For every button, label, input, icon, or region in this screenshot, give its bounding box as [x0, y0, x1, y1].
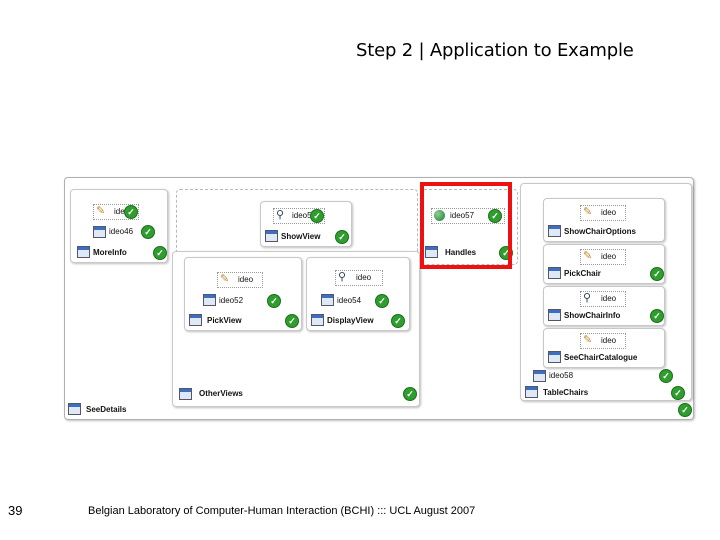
- pickview-label: PickView: [207, 316, 242, 325]
- tablechairs-item-label: ShowChairInfo: [564, 311, 621, 320]
- grid-icon: [548, 225, 561, 237]
- tablechairs-item-label: ShowChairOptions: [564, 227, 636, 236]
- tablechairs-item-label: SeeChairCatalogue: [564, 353, 638, 362]
- moreinfo-ideo-a-box: ✎ ideo ✓: [93, 204, 139, 220]
- check-icon: ✓: [153, 246, 167, 260]
- ideo-label: ideo57: [450, 211, 475, 220]
- grid-icon: [321, 294, 334, 306]
- moreinfo-container: ✎ ideo ✓ ideo46 ✓ MoreInfo ✓: [70, 189, 168, 263]
- ideo-box: ⚲ ideo: [580, 291, 626, 307]
- grid-icon: [548, 309, 561, 321]
- grid-icon: [425, 246, 438, 258]
- slide-number: 39: [8, 503, 23, 518]
- grid-icon: [311, 314, 324, 326]
- root-label: SeeDetails: [86, 405, 127, 414]
- tablechairs-item-2: ✎ ideo PickChair ✓: [543, 244, 665, 284]
- grid-icon: [533, 370, 546, 382]
- check-icon: ✓: [671, 386, 685, 400]
- ideo-label: ideo: [601, 252, 617, 261]
- tablechairs-item-label: PickChair: [564, 269, 601, 278]
- pencil-icon: ✎: [583, 206, 593, 218]
- pencil-icon: ✎: [583, 250, 593, 262]
- ideo-label: ideo5: [292, 211, 312, 220]
- ideo-label: ideo: [601, 208, 617, 217]
- slide-footer: Belgian Laboratory of Computer-Human Int…: [88, 505, 476, 517]
- ideo-box: ✎ ideo: [580, 333, 626, 349]
- check-icon: ✓: [141, 225, 155, 239]
- ideo-label: ideo52: [219, 296, 244, 305]
- showview-container: ⚲ ideo5 ✓ ShowView ✓: [260, 201, 352, 247]
- showview-label: ShowView: [281, 232, 321, 241]
- check-icon: ✓: [678, 403, 692, 417]
- pickview-container: ✎ ideo ideo52 ✓ PickView ✓: [184, 257, 302, 331]
- check-icon: ✓: [335, 230, 349, 244]
- displayview-container: ⚲ ideo ideo54 ✓ DisplayView ✓: [306, 257, 410, 331]
- grid-icon: [77, 246, 90, 258]
- ideo-label: ideo: [601, 294, 617, 303]
- ideo-label: ideo: [601, 336, 617, 345]
- handles-label: Handles: [445, 248, 477, 257]
- ideo-label: ideo: [238, 275, 254, 284]
- tablechairs-item-1: ✎ ideo ShowChairOptions: [543, 198, 665, 242]
- otherviews-label: OtherViews: [199, 389, 243, 398]
- check-icon: ✓: [650, 267, 664, 281]
- magnifier-icon: ⚲: [583, 292, 592, 304]
- check-icon: ✓: [124, 205, 138, 219]
- grid-icon: [548, 351, 561, 363]
- task-model-diagram: ✎ ideo ✓ ideo46 ✓ MoreInfo ✓ ⚲ ideo5 ✓ S…: [64, 177, 694, 420]
- check-icon: ✓: [659, 369, 673, 383]
- grid-icon: [189, 314, 202, 326]
- slide-title: Step 2 | Application to Example: [356, 40, 634, 61]
- pencil-icon: ✎: [220, 273, 230, 285]
- globe-icon: [434, 210, 445, 221]
- check-icon: ✓: [285, 314, 299, 328]
- tablechairs-container: ✎ ideo ShowChairOptions ✎ ideo PickChair…: [520, 183, 692, 401]
- ideo-label: ideo58: [549, 371, 574, 380]
- ideo-label: ideo54: [337, 296, 362, 305]
- tablechairs-item-4: ✎ ideo SeeChairCatalogue: [543, 328, 665, 368]
- handles-highlight-frame: [420, 182, 512, 269]
- handles-ideo-box: ideo57 ✓: [431, 208, 505, 224]
- check-icon: ✓: [391, 314, 405, 328]
- ideo-label: ideo46: [109, 227, 134, 236]
- check-icon: ✓: [488, 209, 502, 223]
- magnifier-icon: ⚲: [276, 209, 285, 221]
- pickview-ideo-a-box: ✎ ideo: [217, 272, 263, 288]
- grid-icon: [179, 388, 192, 400]
- tablechairs-label: TableChairs: [543, 388, 589, 397]
- check-icon: ✓: [375, 294, 389, 308]
- check-icon: ✓: [310, 209, 324, 223]
- displayview-label: DisplayView: [327, 316, 374, 325]
- check-icon: ✓: [267, 294, 281, 308]
- ideo-box: ✎ ideo: [580, 205, 626, 221]
- ideo-box: ✎ ideo: [580, 249, 626, 265]
- grid-icon: [265, 230, 278, 242]
- pencil-icon: ✎: [96, 205, 106, 217]
- showview-ideo-box: ⚲ ideo5 ✓: [273, 208, 325, 224]
- grid-icon: [525, 386, 538, 398]
- grid-icon: [203, 294, 216, 306]
- displayview-ideo-a-box: ⚲ ideo: [335, 270, 383, 286]
- moreinfo-label: MoreInfo: [93, 248, 127, 257]
- ideo-label: ideo: [114, 207, 130, 216]
- pencil-icon: ✎: [583, 334, 593, 346]
- grid-icon: [68, 403, 81, 415]
- check-icon: ✓: [650, 309, 664, 323]
- check-icon: ✓: [403, 387, 417, 401]
- ideo-label: ideo: [356, 273, 372, 282]
- tablechairs-item-3: ⚲ ideo ShowChairInfo ✓: [543, 286, 665, 326]
- magnifier-icon: ⚲: [338, 271, 347, 283]
- grid-icon: [548, 267, 561, 279]
- grid-icon: [93, 226, 106, 238]
